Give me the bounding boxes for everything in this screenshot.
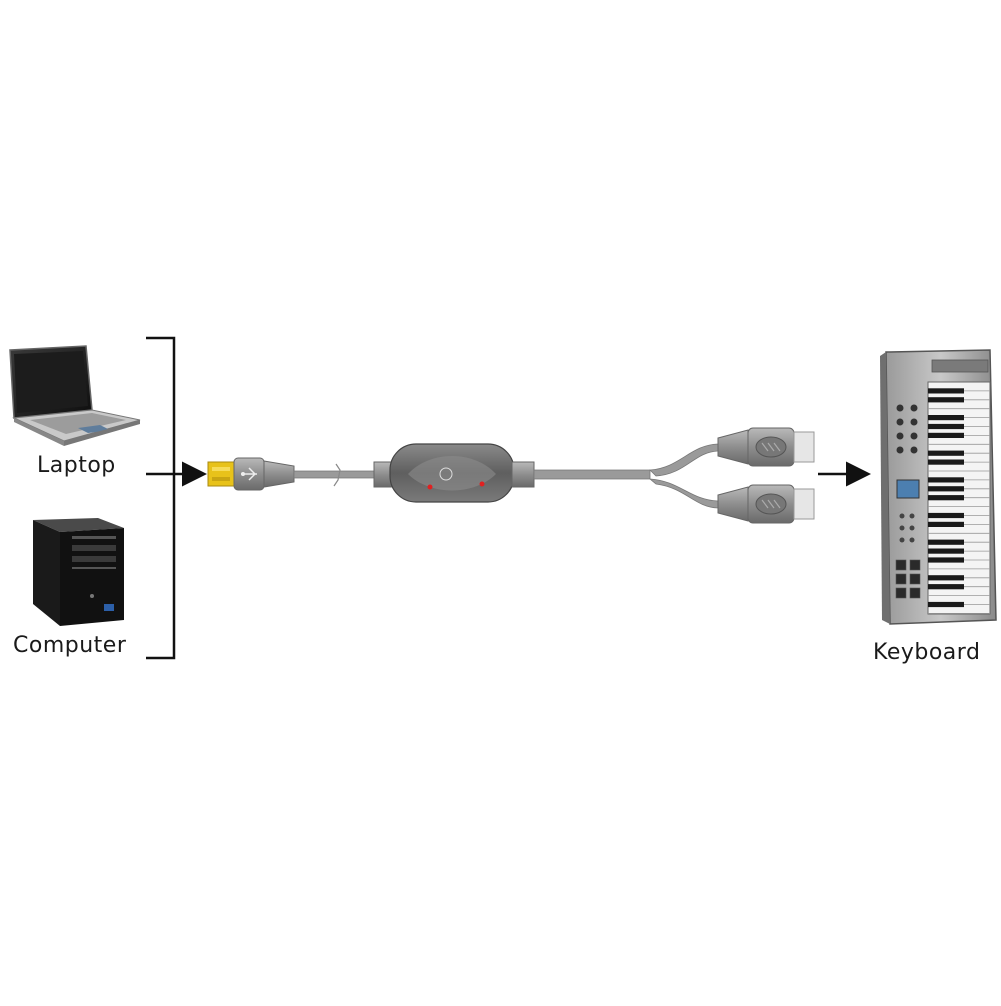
black-key: [928, 495, 964, 501]
black-key: [928, 512, 964, 519]
cable-branch-upper: [649, 443, 719, 477]
black-key: [928, 432, 964, 438]
group-bracket: [146, 336, 176, 660]
control-knobs: [896, 404, 918, 454]
display-screen: [896, 479, 920, 499]
black-key: [928, 477, 964, 483]
black-key: [928, 601, 964, 608]
cable-segment-right: [533, 469, 651, 480]
black-key: [928, 415, 964, 421]
black-key: [928, 584, 964, 590]
laptop-icon: [9, 345, 141, 446]
midi-interface-box: [373, 443, 535, 503]
black-key: [928, 450, 964, 456]
black-key: [928, 459, 964, 465]
black-key: [928, 397, 964, 403]
black-key: [928, 388, 964, 394]
black-key: [928, 486, 964, 492]
computer-label: Computer: [13, 633, 127, 658]
drum-pads: [895, 559, 921, 599]
usb-plug-icon: [207, 457, 295, 491]
black-key: [928, 539, 964, 545]
cable-segment-left: [293, 470, 375, 479]
cable-branch-lower: [648, 478, 719, 509]
desktop-tower-icon: [33, 518, 124, 626]
black-key: [928, 548, 964, 554]
laptop-label: Laptop: [37, 453, 116, 478]
keyboard-label: Keyboard: [873, 640, 981, 665]
midi-keyboard-icon: [880, 349, 997, 625]
black-key: [928, 557, 964, 563]
led-out: [427, 484, 433, 490]
black-key: [928, 575, 964, 581]
black-key: [928, 521, 964, 527]
midi-plug-lower-icon: [717, 484, 815, 524]
midi-plug-upper-icon: [717, 427, 815, 467]
led-in: [479, 481, 485, 487]
black-key: [928, 423, 964, 430]
